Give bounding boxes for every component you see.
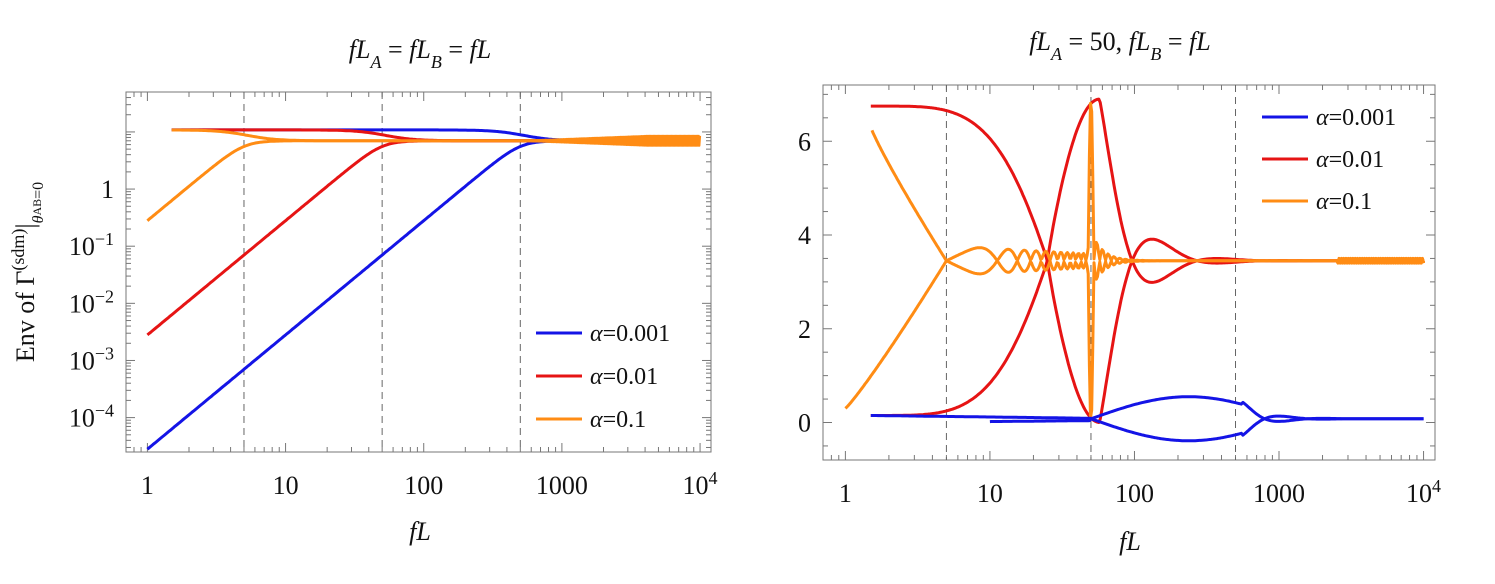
left-chart-title: fLA = fLB = fL (349, 35, 491, 72)
y-tick-label: 4 (798, 221, 811, 250)
left-ylabel-subsub: AB (30, 199, 44, 216)
left-title-b-sub: B (431, 52, 442, 72)
left-ylabel-sub: θ (30, 215, 47, 223)
y-tick-label: 10−4 (69, 401, 114, 433)
right-chart-title: fLA = 50, fLB = fL (1029, 27, 1210, 64)
legend-label: α=0.001 (590, 321, 670, 347)
y-tick-label: 0 (798, 409, 811, 438)
right-title-a-sub: A (1050, 44, 1063, 64)
left-x-tick-labels: 1 10 100 1000 104 (141, 468, 718, 500)
legend-label: α=0.001 (1316, 105, 1396, 131)
right-plot-frame (822, 84, 1436, 461)
left-title-b: fL (409, 35, 431, 64)
right-minor-ticks (822, 85, 1435, 460)
left-ylabel-tail: =0 (30, 182, 47, 199)
right-x-axis-label: fL (1119, 527, 1141, 556)
left-title-eq1: = (381, 35, 409, 64)
left-vlines (243, 92, 521, 452)
series-orange-lower (844, 256, 1426, 420)
left-title-eq2: = (442, 35, 470, 64)
series-lower-alpha-0.001 (146, 139, 701, 451)
right-y-tick-labels: 0 2 4 6 (798, 127, 811, 437)
right-title-c: fL (1189, 27, 1211, 56)
y-tick-label: 2 (798, 315, 811, 344)
x-tick-label: 100 (1115, 479, 1154, 508)
y-tick-label: 10−3 (69, 343, 114, 375)
y-tick-label: 1 (101, 175, 114, 204)
series-plateau-noise (530, 134, 702, 147)
y-tick-label: 6 (798, 127, 811, 156)
legend-label: α=0.01 (590, 364, 658, 390)
right-series (844, 97, 1426, 443)
y-tick-label: 10−2 (69, 286, 114, 318)
left-title-a-sub: A (369, 52, 382, 72)
x-tick-label: 1000 (1253, 479, 1305, 508)
x-tick-label: 10 (273, 471, 299, 500)
left-title-c: fL (470, 35, 492, 64)
left-plot-frame (125, 91, 712, 453)
x-tick-label: 100 (404, 471, 443, 500)
left-x-axis-label: fL (409, 517, 431, 546)
legend-label: α=0.1 (1316, 189, 1372, 215)
x-tick-label: 1 (141, 471, 154, 500)
y-tick-label: 10−1 (69, 229, 114, 261)
left-ylabel-sup: (sdm) (8, 229, 29, 271)
x-tick-label: 1 (839, 479, 852, 508)
right-legend: α=0.001 α=0.01 α=0.1 (1262, 105, 1396, 215)
left-y-axis-label: Env of Γ(sdm)|θAB=0 (8, 182, 47, 362)
left-ylabel-main: Env of Γ (11, 271, 40, 363)
series-lower-alpha-0.01 (146, 139, 701, 337)
right-title-b: fL (1129, 27, 1151, 56)
left-series (146, 128, 702, 451)
legend-label: α=0.01 (1316, 147, 1384, 173)
series-lower-alpha-0.1 (146, 139, 701, 222)
right-title-eq1: = 50, (1062, 27, 1129, 56)
x-tick-label: 10 (977, 479, 1003, 508)
right-title-a: fL (1029, 27, 1051, 56)
left-title-a: fL (349, 35, 371, 64)
right-x-tick-labels: 1 10 100 1000 104 (839, 476, 1441, 508)
x-tick-label: 1000 (536, 471, 588, 500)
left-minor-ticks (125, 91, 711, 452)
x-tick-label: 104 (683, 468, 718, 500)
left-y-tick-labels: 1 10−1 10−2 10−3 10−4 (69, 175, 114, 433)
left-legend: α=0.001 α=0.01 α=0.1 (536, 321, 670, 433)
right-title-eq2: = (1161, 27, 1189, 56)
legend-label: α=0.1 (590, 407, 646, 433)
x-tick-label: 104 (1406, 476, 1441, 508)
series-blue-lower (989, 414, 1424, 443)
right-title-b-sub: B (1150, 44, 1161, 64)
